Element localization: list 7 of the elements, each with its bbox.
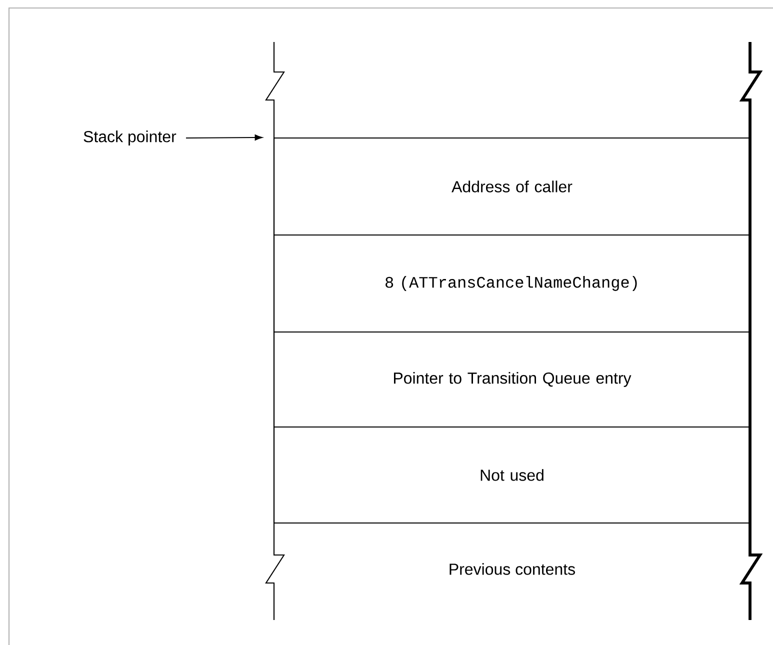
stack-cell: Not used <box>273 426 751 524</box>
stack-cell: Pointer to Transition Queue entry <box>273 331 751 428</box>
stack-cell: Previous contents <box>450 563 575 575</box>
arrow <box>186 134 262 140</box>
stack-cell: Address of caller <box>273 137 751 236</box>
stack-cell: 8 (ATTransCancelNameChange) <box>273 234 751 333</box>
pointer-label: Stack pointer <box>84 130 176 146</box>
